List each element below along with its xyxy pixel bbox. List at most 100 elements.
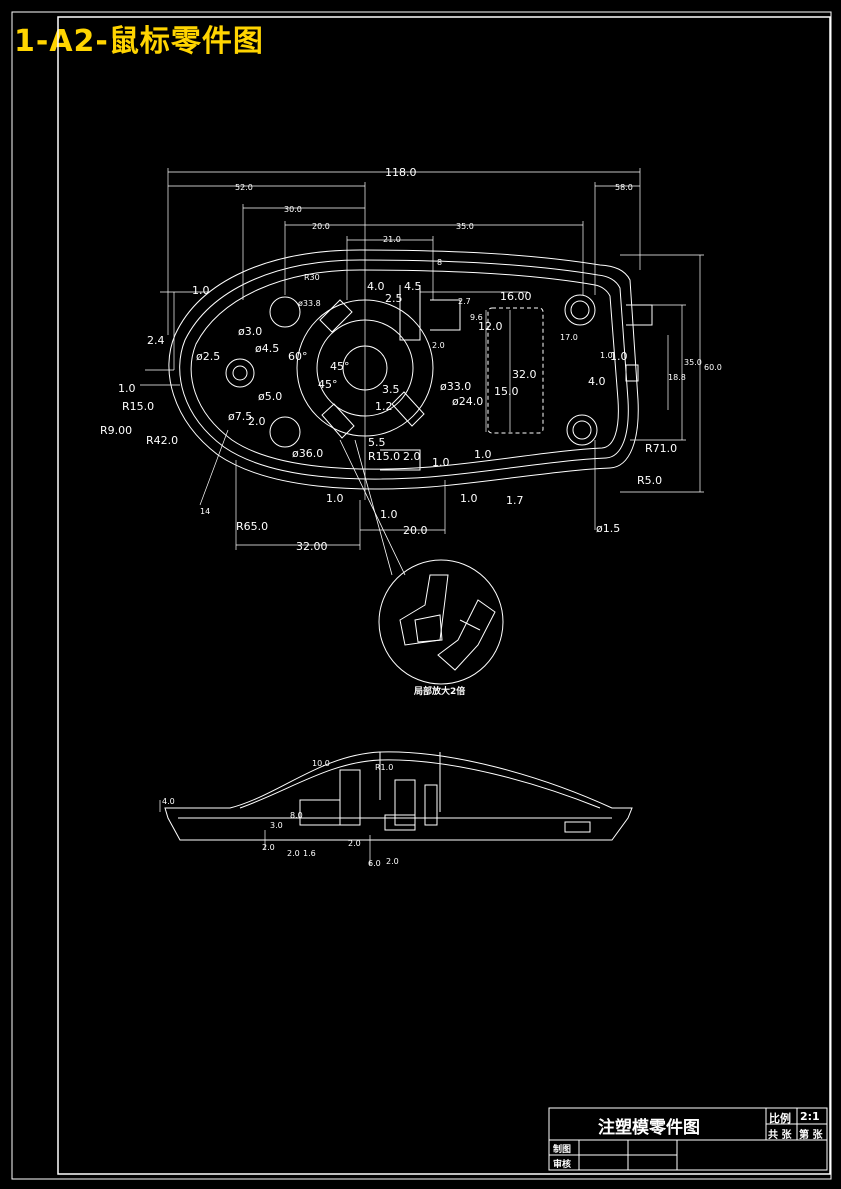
detail-label: 局部放大2倍 bbox=[414, 685, 465, 697]
svg-text:2.5: 2.5 bbox=[385, 292, 403, 305]
outline-inner bbox=[179, 259, 629, 480]
svg-text:1.0: 1.0 bbox=[474, 448, 492, 461]
svg-text:58.0: 58.0 bbox=[615, 183, 633, 192]
svg-text:2.0: 2.0 bbox=[287, 849, 300, 858]
svg-text:16.00: 16.00 bbox=[500, 290, 532, 303]
svg-text:35.0: 35.0 bbox=[684, 358, 702, 367]
svg-text:1.7: 1.7 bbox=[506, 494, 524, 507]
svg-text:21.0: 21.0 bbox=[383, 235, 401, 244]
svg-text:ø24.0: ø24.0 bbox=[452, 395, 483, 408]
title-block bbox=[548, 1107, 828, 1171]
side-outline bbox=[164, 751, 633, 841]
sheet-number: 第 张 bbox=[799, 1130, 823, 1141]
svg-text:8.0: 8.0 bbox=[290, 811, 303, 820]
svg-text:4.0: 4.0 bbox=[162, 797, 175, 806]
svg-text:5.5: 5.5 bbox=[368, 436, 386, 449]
svg-text:17.0: 17.0 bbox=[560, 333, 578, 342]
svg-text:9.6: 9.6 bbox=[470, 313, 483, 322]
svg-text:18.8: 18.8 bbox=[668, 373, 686, 382]
svg-text:1.0: 1.0 bbox=[600, 351, 613, 360]
svg-text:1.6: 1.6 bbox=[303, 849, 316, 858]
svg-text:ø5.0: ø5.0 bbox=[258, 390, 282, 403]
plan-dimension-text: 118.0 52.0 58.0 30.0 20.0 21.0 35.0 8 4.… bbox=[100, 166, 722, 553]
svg-text:32.0: 32.0 bbox=[512, 368, 537, 381]
outline-wall bbox=[190, 269, 619, 470]
svg-text:R30: R30 bbox=[304, 273, 320, 282]
svg-text:1.2: 1.2 bbox=[375, 400, 393, 413]
svg-text:2.0: 2.0 bbox=[262, 843, 275, 852]
page-title: 1-A2-鼠标零件图 bbox=[14, 24, 264, 59]
plan-dimension-lines bbox=[140, 168, 704, 550]
svg-text:ø3.0: ø3.0 bbox=[238, 325, 262, 338]
side-dimension-text: 10.0 4.0 R1.0 2.0 2.0 6.0 2.0 8.0 1.6 3.… bbox=[162, 759, 399, 868]
detail-view bbox=[378, 559, 504, 685]
svg-text:2.0: 2.0 bbox=[386, 857, 399, 866]
svg-text:R1.0: R1.0 bbox=[375, 763, 393, 772]
svg-text:30.0: 30.0 bbox=[284, 205, 302, 214]
svg-text:ø33.0: ø33.0 bbox=[440, 380, 471, 393]
svg-text:45°: 45° bbox=[318, 378, 338, 391]
inner-frame bbox=[57, 16, 831, 1175]
boss-bottom-left bbox=[269, 416, 301, 448]
svg-text:3.0: 3.0 bbox=[270, 821, 283, 830]
svg-text:1.0: 1.0 bbox=[460, 492, 478, 505]
svg-text:60.0: 60.0 bbox=[704, 363, 722, 372]
svg-text:2.0: 2.0 bbox=[248, 415, 266, 428]
svg-text:118.0: 118.0 bbox=[385, 166, 417, 179]
svg-text:ø33.8: ø33.8 bbox=[298, 299, 321, 308]
svg-text:35.0: 35.0 bbox=[456, 222, 474, 231]
detail-circle bbox=[378, 559, 504, 685]
svg-text:52.0: 52.0 bbox=[235, 183, 253, 192]
svg-text:ø7.5: ø7.5 bbox=[228, 410, 252, 423]
svg-text:R71.0: R71.0 bbox=[645, 442, 677, 455]
svg-text:2.7: 2.7 bbox=[458, 297, 471, 306]
svg-text:1.0: 1.0 bbox=[432, 456, 450, 469]
svg-text:4.0: 4.0 bbox=[588, 375, 606, 388]
svg-text:8: 8 bbox=[437, 258, 442, 267]
svg-text:3.5: 3.5 bbox=[382, 383, 400, 396]
svg-text:R15.0: R15.0 bbox=[368, 450, 400, 463]
svg-text:12.0: 12.0 bbox=[478, 320, 503, 333]
svg-text:ø2.5: ø2.5 bbox=[196, 350, 220, 363]
outline-outer bbox=[168, 249, 639, 490]
drawn-label: 制图 bbox=[553, 1145, 572, 1155]
svg-text:4.0: 4.0 bbox=[367, 280, 385, 293]
svg-text:R15.0: R15.0 bbox=[122, 400, 154, 413]
sheets-total: 共 张 bbox=[768, 1130, 792, 1141]
svg-text:60°: 60° bbox=[288, 350, 308, 363]
svg-text:14: 14 bbox=[200, 507, 210, 516]
svg-text:45°: 45° bbox=[330, 360, 350, 373]
svg-text:20.0: 20.0 bbox=[312, 222, 330, 231]
svg-text:2.0: 2.0 bbox=[348, 839, 361, 848]
boss-top-left bbox=[269, 296, 301, 328]
svg-text:2.0: 2.0 bbox=[403, 450, 421, 463]
svg-text:1.0: 1.0 bbox=[192, 284, 210, 297]
svg-text:6.0: 6.0 bbox=[368, 859, 381, 868]
boss-bottom-right bbox=[566, 414, 598, 446]
svg-text:1.0: 1.0 bbox=[326, 492, 344, 505]
checked-label: 审核 bbox=[553, 1160, 572, 1170]
svg-text:2.4: 2.4 bbox=[147, 334, 165, 347]
outer-frame bbox=[11, 11, 832, 1180]
svg-text:R9.00: R9.00 bbox=[100, 424, 132, 437]
svg-text:ø36.0: ø36.0 bbox=[292, 447, 323, 460]
title-block-name: 注塑模零件图 bbox=[598, 1118, 700, 1138]
scale-label: 比例 bbox=[769, 1112, 791, 1125]
slot-rect bbox=[487, 307, 544, 434]
svg-text:32.00: 32.00 bbox=[296, 540, 328, 553]
svg-text:R5.0: R5.0 bbox=[637, 474, 662, 487]
side-view bbox=[159, 751, 633, 865]
svg-text:R65.0: R65.0 bbox=[236, 520, 268, 533]
boss-left bbox=[225, 358, 255, 388]
scale-value: 2:1 bbox=[800, 1110, 820, 1123]
svg-text:1.0: 1.0 bbox=[610, 350, 628, 363]
svg-text:4.5: 4.5 bbox=[404, 280, 422, 293]
svg-text:10.0: 10.0 bbox=[312, 759, 330, 768]
svg-text:20.0: 20.0 bbox=[403, 524, 428, 537]
svg-text:15.0: 15.0 bbox=[494, 385, 519, 398]
boss-top-right bbox=[564, 294, 596, 326]
svg-text:ø4.5: ø4.5 bbox=[255, 342, 279, 355]
svg-text:1.0: 1.0 bbox=[118, 382, 136, 395]
